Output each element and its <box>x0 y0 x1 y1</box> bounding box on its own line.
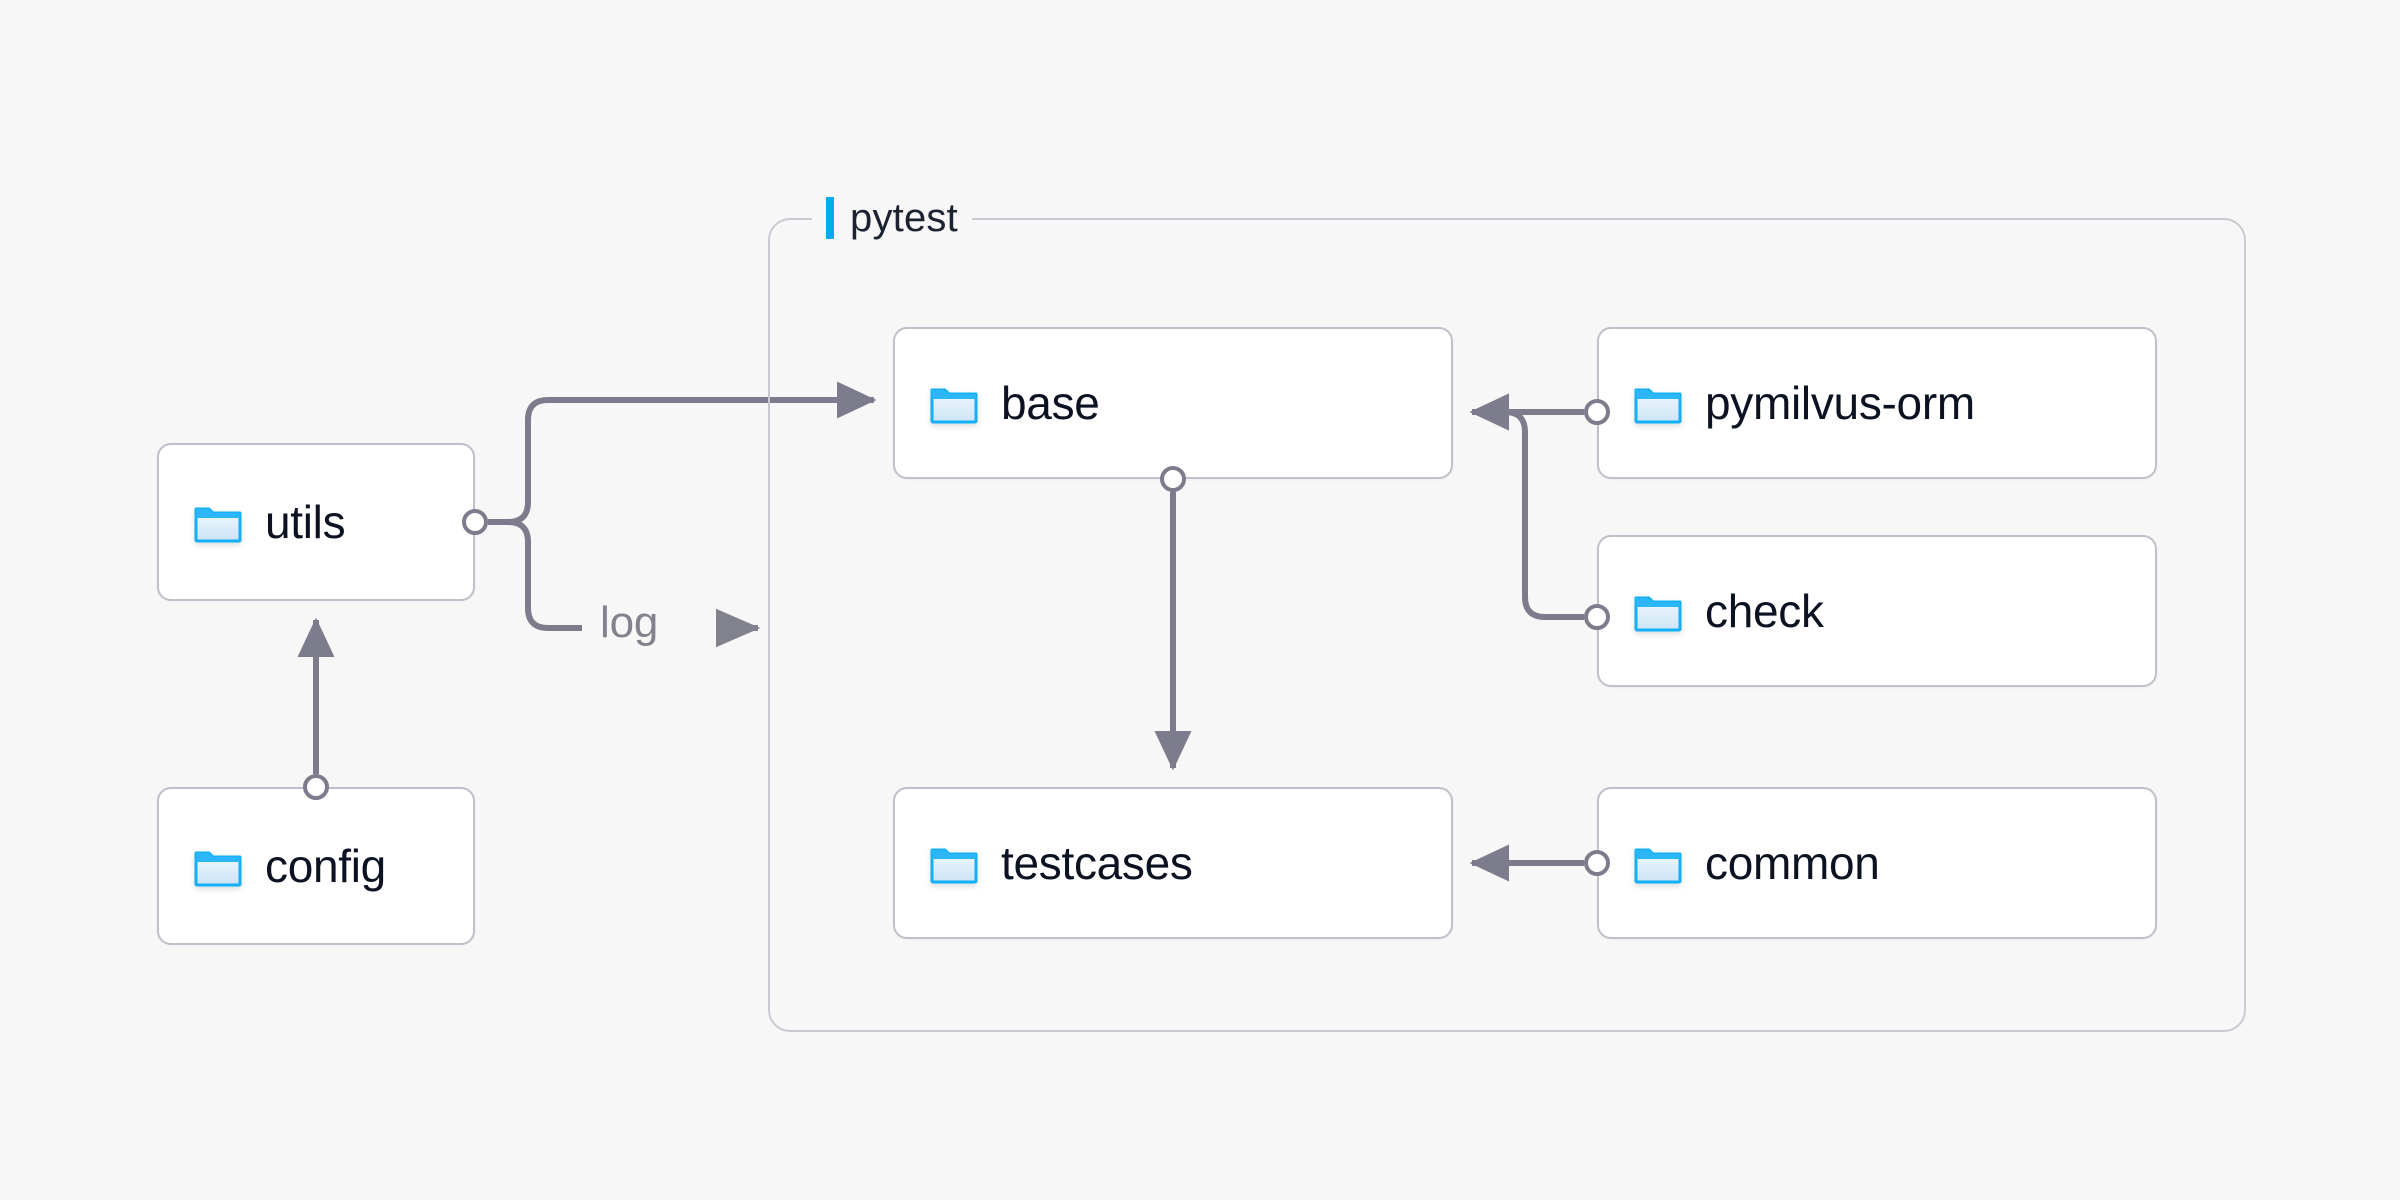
port-base-bottom[interactable] <box>1160 466 1186 492</box>
edge-label-log: log <box>600 598 658 648</box>
node-testcases[interactable]: testcases <box>893 787 1453 939</box>
node-common-label: common <box>1705 837 1880 889</box>
port-pymilvus-orm-left[interactable] <box>1584 399 1610 425</box>
node-common[interactable]: common <box>1597 787 2157 939</box>
node-utils-label: utils <box>265 496 346 548</box>
node-config-label: config <box>265 840 386 892</box>
port-utils-right[interactable] <box>462 509 488 535</box>
port-common-left[interactable] <box>1584 850 1610 876</box>
edge-utils-log <box>488 519 582 631</box>
node-utils[interactable]: utils <box>157 443 475 601</box>
node-pymilvus-orm[interactable]: pymilvus-orm <box>1597 327 2157 479</box>
group-pytest-label: pytest <box>812 190 972 246</box>
edge-label-log-text: log <box>600 598 659 647</box>
folder-icon <box>194 851 242 887</box>
folder-icon <box>930 388 978 424</box>
port-config-top[interactable] <box>303 774 329 800</box>
group-accent-bar-icon <box>826 197 834 239</box>
folder-icon <box>1634 596 1682 632</box>
group-pytest[interactable] <box>768 218 2246 1032</box>
group-pytest-label-text: pytest <box>850 195 958 240</box>
port-check-left[interactable] <box>1584 604 1610 630</box>
node-check-label: check <box>1705 585 1824 637</box>
folder-icon <box>1634 848 1682 884</box>
node-config[interactable]: config <box>157 787 475 945</box>
folder-icon <box>194 507 242 543</box>
node-pymilvus-orm-label: pymilvus-orm <box>1705 377 1975 429</box>
folder-icon <box>1634 388 1682 424</box>
node-base-label: base <box>1001 377 1100 429</box>
folder-icon <box>930 848 978 884</box>
node-check[interactable]: check <box>1597 535 2157 687</box>
node-testcases-label: testcases <box>1001 837 1193 889</box>
node-base[interactable]: base <box>893 327 1453 479</box>
